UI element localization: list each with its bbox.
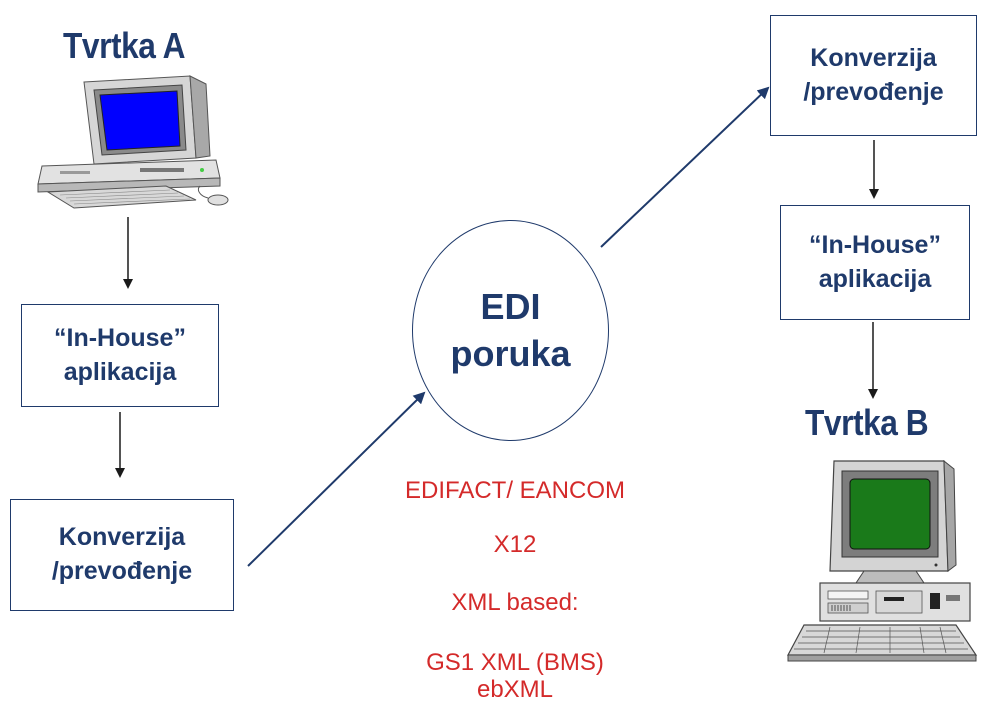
- edi-message-circle: EDI poruka: [412, 220, 609, 441]
- format-x12: X12: [493, 531, 537, 558]
- inhouse-app-label-right: “In-House” aplikacija: [809, 230, 941, 293]
- computer-a-icon: [37, 75, 229, 209]
- arrow-edi-to-conversion-right: [600, 86, 770, 248]
- conversion-label-left: Konverzija /prevođenje: [51, 523, 193, 585]
- screen-b: [849, 478, 931, 550]
- arrow-conversion-to-edi: [247, 391, 426, 567]
- format-edifact-eancom: EDIFACT/ EANCOM: [404, 477, 626, 504]
- computer-b-icon: [787, 459, 978, 662]
- edi-message-label: EDI poruka: [450, 285, 571, 374]
- conversion-label-right: Konverzija /prevođenje: [803, 43, 944, 106]
- conversion-box-left: Konverzija /prevođenje: [10, 499, 234, 611]
- conversion-box-right: Konverzija /prevođenje: [770, 15, 977, 136]
- format-xml-based: XML based:: [451, 589, 579, 616]
- company-b-title: Tvrtka B: [805, 402, 929, 443]
- company-a-title: Tvrtka A: [63, 25, 186, 66]
- format-gs1-xml: GS1 XML (BMS): [426, 649, 604, 676]
- inhouse-app-box-left: “In-House” aplikacija: [21, 304, 219, 407]
- inhouse-app-box-right: “In-House” aplikacija: [780, 205, 970, 320]
- screen-a: [99, 90, 181, 151]
- format-ebxml: ebXML: [476, 676, 554, 703]
- inhouse-app-label-left: “In-House” aplikacija: [54, 323, 186, 386]
